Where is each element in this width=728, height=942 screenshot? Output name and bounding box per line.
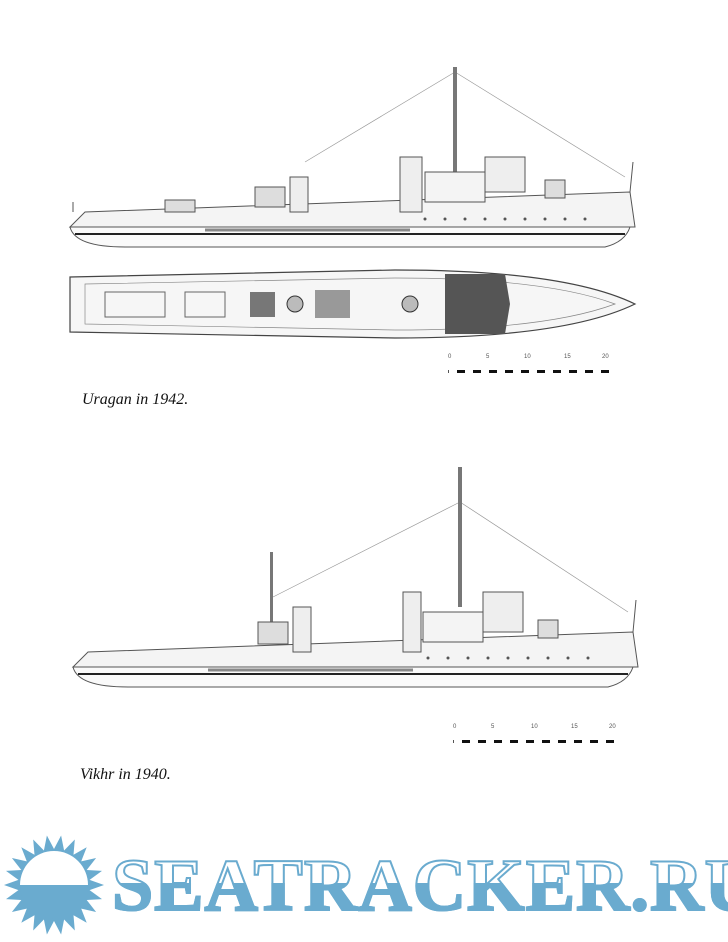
- figure-caption: Vikhr in 1940.: [80, 766, 171, 783]
- scale-segments: [453, 740, 618, 743]
- scale-label: 20: [602, 354, 609, 360]
- vikhr-side-view-drawing: [71, 467, 639, 688]
- scale-label: 10: [524, 354, 531, 360]
- scale-label: 5: [491, 724, 495, 730]
- scale-label: 0: [453, 724, 457, 730]
- watermark-text: SEATRACKER.RU: [111, 845, 728, 927]
- scale-label: 15: [564, 354, 571, 360]
- sun-logo-icon: [4, 835, 104, 935]
- scale-bar-2: 0 5 10 15 20: [453, 724, 618, 746]
- scale-label: 20: [609, 724, 616, 730]
- uragan-top-view-drawing: [69, 269, 637, 339]
- scale-label: 5: [486, 354, 490, 360]
- figure-caption: Uragan in 1942.: [82, 391, 189, 408]
- scale-bar-1: 0 5 10 15 20: [448, 354, 613, 376]
- scale-label: 0: [448, 354, 452, 360]
- uragan-side-view-drawing: [68, 67, 636, 248]
- scale-label: 15: [571, 724, 578, 730]
- scale-label: 10: [531, 724, 538, 730]
- scale-segments: [448, 370, 613, 373]
- scale-labels: 0 5 10 15 20: [453, 724, 618, 732]
- scale-labels: 0 5 10 15 20: [448, 354, 613, 362]
